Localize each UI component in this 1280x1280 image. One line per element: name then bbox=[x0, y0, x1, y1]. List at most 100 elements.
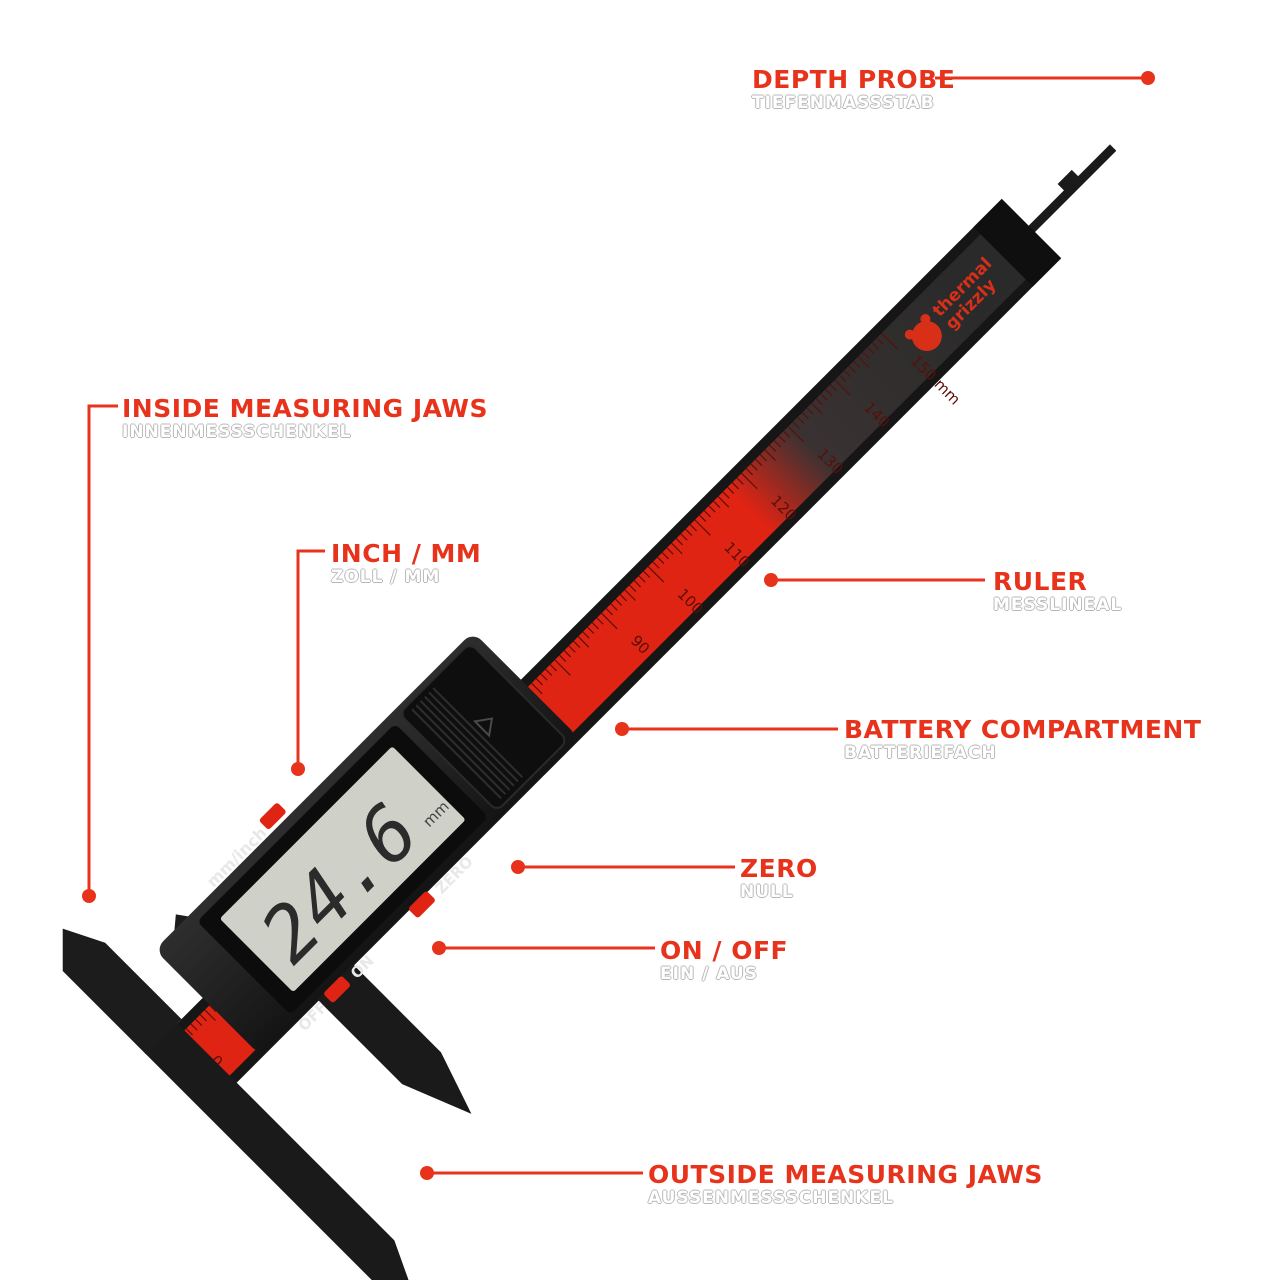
grip-ridge bbox=[419, 700, 511, 791]
ruler-tick bbox=[643, 570, 651, 578]
callout-depth-probe-en: DEPTH PROBE bbox=[752, 65, 956, 94]
ruler-tick bbox=[853, 360, 861, 368]
ruler-tick bbox=[559, 654, 567, 662]
ruler-tick bbox=[825, 388, 833, 396]
grip-ridge bbox=[428, 691, 519, 783]
ruler-tick bbox=[652, 561, 660, 569]
dot-inch-mm bbox=[291, 762, 305, 776]
ruler-tick bbox=[759, 454, 767, 462]
zero-button[interactable] bbox=[408, 890, 436, 918]
callout-on-off: ON / OFF EIN / AUS bbox=[660, 936, 789, 985]
callout-battery: BATTERY COMPARTMENT BATTERIEFACH bbox=[844, 715, 1202, 764]
ruler-tick bbox=[801, 412, 810, 420]
ruler-tick bbox=[647, 566, 665, 583]
dot-inside-jaws bbox=[82, 889, 96, 903]
callout-on-off-en: ON / OFF bbox=[660, 936, 789, 965]
callout-ruler: RULER MESSLINEAL bbox=[993, 567, 1123, 616]
ruler-tick bbox=[531, 682, 543, 695]
ruler-tick bbox=[699, 514, 707, 522]
ruler-tick bbox=[815, 398, 824, 406]
callout-battery-de: BATTERIEFACH bbox=[844, 743, 997, 763]
ruler-tick bbox=[582, 631, 590, 639]
ruler-tick bbox=[629, 584, 637, 592]
leader-inside-jaws bbox=[87, 404, 118, 893]
dot-depth-probe bbox=[1141, 71, 1155, 85]
ruler-tick bbox=[745, 468, 753, 476]
ruler-tick bbox=[661, 552, 669, 560]
ruler-tick bbox=[685, 528, 693, 536]
ruler-tick bbox=[736, 477, 744, 485]
grip-ridge bbox=[411, 708, 502, 800]
ruler-tick bbox=[638, 575, 646, 583]
ruler-tick bbox=[591, 622, 599, 630]
ruler-tick bbox=[783, 430, 791, 438]
grip-ridge bbox=[415, 704, 507, 795]
ruler-tick bbox=[185, 1028, 193, 1036]
callout-ruler-en: RULER bbox=[993, 567, 1088, 596]
depth-probe bbox=[1021, 144, 1117, 240]
ruler-tick bbox=[577, 636, 590, 648]
callout-zero-de: NULL bbox=[740, 882, 794, 902]
ruler-tick bbox=[755, 458, 763, 466]
mode-button[interactable] bbox=[259, 802, 287, 830]
callout-inside-jaws: INSIDE MEASURING JAWS INNENMESSSCHENKEL bbox=[122, 394, 488, 443]
ruler-tick bbox=[820, 393, 828, 401]
ruler-tick bbox=[195, 1018, 203, 1027]
dot-on-off bbox=[432, 941, 446, 955]
inside-fixed-jaw bbox=[62, 928, 182, 1055]
callout-outside-jaws-en: OUTSIDE MEASURING JAWS bbox=[648, 1160, 1043, 1189]
ruler-tick bbox=[680, 533, 688, 541]
callout-on-off-de: EIN / AUS bbox=[660, 964, 758, 984]
ruler-tick bbox=[671, 542, 683, 555]
ruler-tick bbox=[787, 426, 805, 443]
ruler-tick bbox=[190, 1023, 198, 1031]
callout-inside-jaws-en: INSIDE MEASURING JAWS bbox=[122, 394, 488, 423]
ruler-tick bbox=[811, 402, 823, 415]
ruler-tick bbox=[610, 603, 618, 611]
ruler-tick bbox=[871, 342, 880, 350]
ruler-tick bbox=[848, 365, 856, 373]
leader-inch-mm bbox=[296, 549, 325, 765]
ruler-tick bbox=[666, 547, 674, 555]
ruler-tick bbox=[876, 337, 884, 345]
ruler-tick bbox=[834, 379, 851, 396]
grip-ridge bbox=[424, 695, 515, 787]
battery-compartment bbox=[401, 645, 566, 809]
callout-zero: ZERO NULL bbox=[740, 854, 818, 903]
ruler-tick bbox=[563, 650, 571, 658]
ruler-tick bbox=[657, 556, 665, 564]
ruler-tick bbox=[568, 645, 576, 653]
ruler-tick bbox=[619, 594, 627, 602]
ruler-tick bbox=[797, 416, 805, 424]
on-off-button[interactable] bbox=[323, 975, 351, 1003]
ruler-tick bbox=[727, 486, 735, 494]
ruler-tick bbox=[806, 407, 814, 415]
ruler-tick bbox=[535, 678, 543, 686]
ruler-tick bbox=[773, 440, 781, 448]
callout-inside-jaws-de: INNENMESSSCHENKEL bbox=[122, 422, 352, 442]
ruler-tick bbox=[694, 519, 711, 536]
leader-dots bbox=[82, 71, 1155, 1180]
ruler-tick bbox=[689, 524, 697, 532]
ruler-tick bbox=[829, 384, 838, 392]
ruler-tick bbox=[624, 589, 636, 601]
outside-fixed-jaw bbox=[144, 1021, 415, 1280]
callout-ruler-de: MESSLINEAL bbox=[993, 595, 1123, 615]
beam-end-cap bbox=[973, 198, 1062, 287]
callout-battery-en: BATTERY COMPARTMENT bbox=[844, 715, 1202, 744]
ruler-tick bbox=[708, 505, 716, 513]
leader-lines bbox=[87, 76, 1148, 1175]
ruler-tick bbox=[549, 664, 557, 672]
ruler-tick bbox=[545, 668, 553, 677]
callout-zero-en: ZERO bbox=[740, 854, 818, 883]
callout-inch-mm-en: INCH / MM bbox=[331, 539, 482, 568]
ruler-tick bbox=[839, 374, 847, 382]
ruler-tick bbox=[573, 640, 581, 648]
bear-ear-left-icon bbox=[904, 329, 915, 340]
ruler-tick bbox=[675, 538, 683, 546]
bear-icon bbox=[911, 321, 942, 352]
outside-moving-jaw bbox=[317, 963, 472, 1114]
ruler-tick bbox=[722, 491, 730, 499]
ruler-tick bbox=[209, 1004, 217, 1013]
